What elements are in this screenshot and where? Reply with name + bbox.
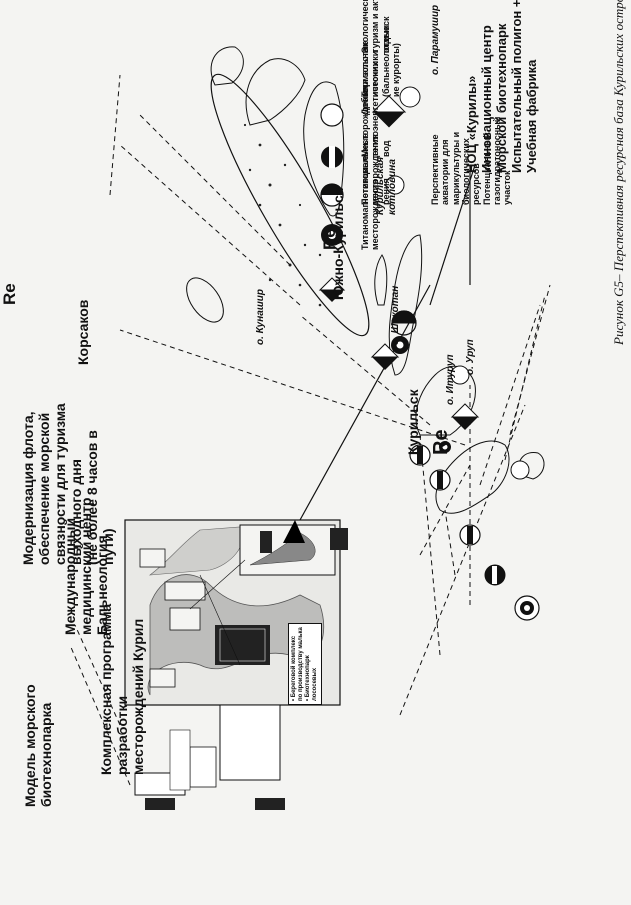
- label-line: Модернизация флота,: [20, 411, 36, 566]
- legend-line: отдых: [380, 25, 391, 53]
- label-line: биотехнопарка: [38, 702, 55, 807]
- place-kurilsk: Курильск: [405, 389, 421, 455]
- legend-line: туризм и активный: [370, 0, 381, 53]
- label-line: (не более 8 часов в: [84, 430, 101, 565]
- legend-line: ие курорты): [391, 43, 402, 97]
- inset-side-boxes: [134, 704, 285, 810]
- re-icon: Re: [0, 283, 19, 305]
- solid-leaders: [299, 164, 476, 521]
- inset-line: • Биотехнопарк: [304, 655, 311, 701]
- text-line: Перспективные: [430, 134, 440, 205]
- kuril-basin-ellipse: [210, 73, 370, 337]
- label-line: Модель морского: [22, 684, 38, 807]
- basin-dots: [243, 123, 322, 307]
- label-line: связности для туризма: [52, 403, 69, 565]
- label-line: пути): [100, 528, 117, 565]
- place-paramushir: о. Парамушир: [430, 4, 441, 75]
- gas-hydrate-ellipse: [186, 277, 224, 323]
- figure-caption: Рисунок G5– Перспективная ресурсная база…: [611, 0, 626, 345]
- inset-line: лососевых: [311, 667, 318, 701]
- rhenium-map-marker: Re: [430, 429, 452, 455]
- place-iturup: о. Итуруп: [445, 354, 456, 405]
- text-line: акватории для: [440, 139, 451, 205]
- inset-bottom-box: • Береговой комплекс по производству мал…: [288, 623, 322, 705]
- model-biotechpark-label: Модель морского биотехнопарка: [22, 684, 54, 807]
- map-symbols: [370, 86, 540, 621]
- legend-re-icon: Re: [320, 228, 339, 250]
- inset-map: [124, 519, 348, 706]
- inset-line: • Береговой комплекс: [291, 635, 297, 701]
- label-line: выходного дня: [68, 459, 85, 565]
- place-urup: о. Уруп: [465, 339, 476, 375]
- noc-kurily-block: НОЦ «Курилы» Инновационный центр Морской…: [464, 0, 540, 173]
- place-shikotan: о. Шикотан: [390, 285, 401, 345]
- noc-line: Инновационный центр: [478, 25, 494, 173]
- text-line: марикультуры и: [450, 131, 461, 205]
- place-korsakov: Корсаков: [75, 299, 91, 365]
- legend-item-eco-tourism: Экологический туризм и активный отдых: [360, 0, 391, 53]
- legend-line: Экологический: [360, 0, 370, 53]
- label-line: обеспечение морской: [36, 412, 53, 565]
- legend-symbols: [318, 103, 346, 302]
- noc-line: НОЦ «Курилы»: [464, 75, 479, 173]
- noc-line: Учебная фабрика: [523, 59, 539, 173]
- noc-line: Морской биотехнопарк: [493, 23, 509, 173]
- inset-line: по производству малька: [297, 627, 304, 701]
- place-kunashir: о. Кунашир: [255, 289, 266, 345]
- label-line: месторождений Курил: [130, 618, 147, 775]
- label-line: разработки: [114, 695, 131, 775]
- fleet-modernization-label: Модернизация флота, обеспечение морской …: [20, 403, 117, 565]
- noc-line: Испытательный полигон +: [508, 0, 524, 173]
